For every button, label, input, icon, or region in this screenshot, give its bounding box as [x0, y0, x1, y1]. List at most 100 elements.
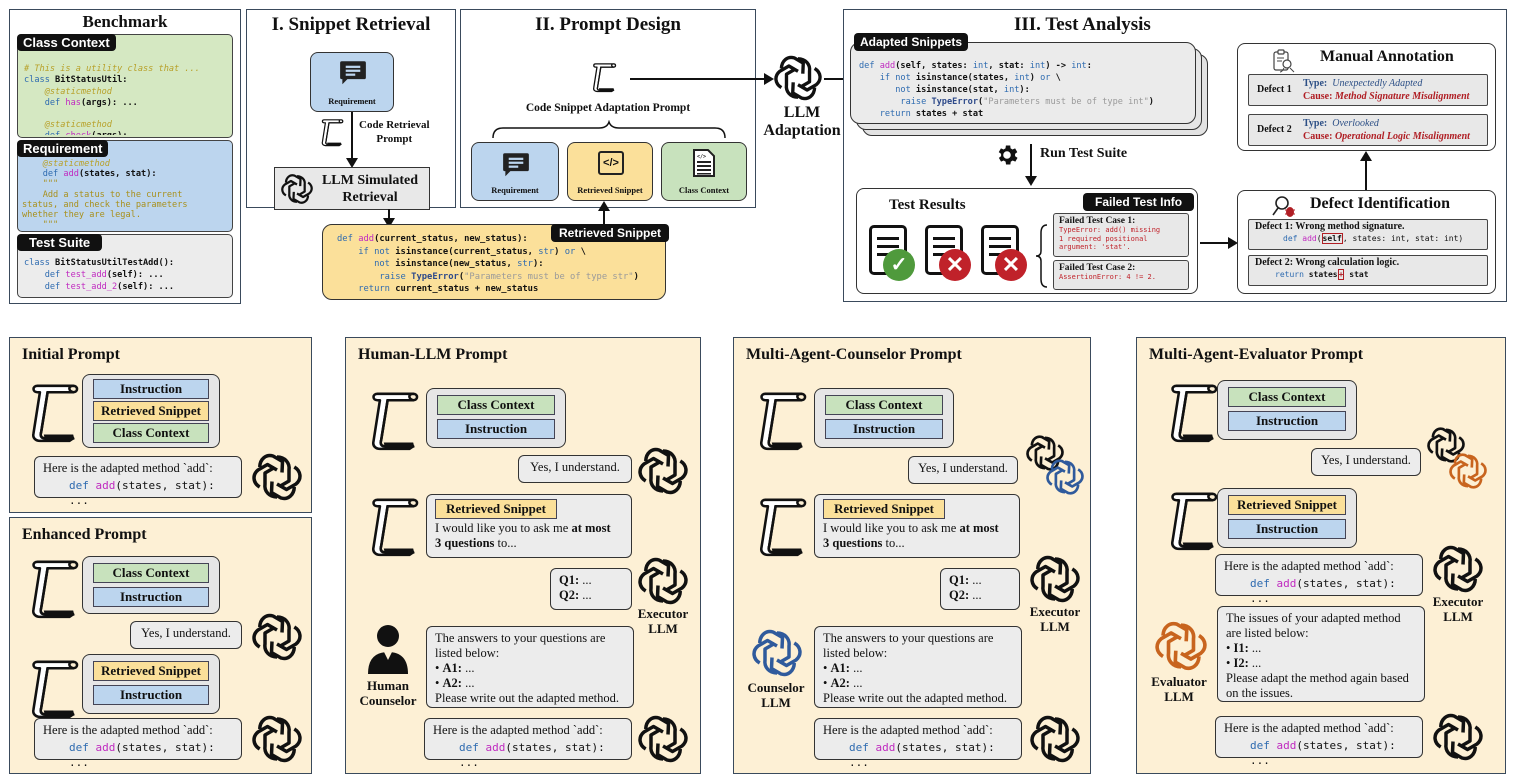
- counselor-prompt-title: Multi-Agent-Counselor Prompt: [746, 346, 962, 363]
- adaptation-prompt-label: Code Snippet Adaptation Prompt: [525, 102, 691, 114]
- manual-annotation-title: Manual Annotation: [1320, 48, 1454, 65]
- test-analysis-panel: III. Test Analysis def add(self, states:…: [843, 9, 1507, 302]
- prompt-scroll-icon: [759, 498, 807, 557]
- llm-simulated-retrieval-box: LLM Simulated Retrieval: [274, 167, 430, 210]
- prompt-scroll-icon: [371, 498, 419, 557]
- adapted-method-bubble: Here is the adapted method `add`: def ad…: [34, 718, 242, 769]
- test-result-pass-icon: ✓: [869, 225, 915, 283]
- identified-defect-2: Defect 2: Wrong calculation logic. retur…: [1248, 255, 1488, 286]
- instruction-item: Instruction: [93, 379, 209, 399]
- understand-bubble: Yes, I understand.: [518, 455, 632, 483]
- snippet-retrieval-panel: I. Snippet Retrieval Requirement Code Re…: [246, 9, 456, 210]
- prompt-design-title: II. Prompt Design: [535, 14, 681, 35]
- retrieved-snippet-item: Retrieved Snippet: [93, 661, 209, 681]
- requirement-code: @staticmethod def add(states, stat): """…: [22, 159, 188, 231]
- retrieved-snippet-item: Retrieved Snippet: [1228, 495, 1346, 515]
- code-file-icon: </>: [693, 149, 715, 177]
- llm-icon: [638, 715, 688, 763]
- class-context-item: Class Context: [1228, 387, 1346, 407]
- requirement-card: Requirement: [310, 52, 394, 112]
- test-suite-block: Test Suite class BitStatusUtilTestAdd():…: [17, 234, 233, 298]
- prompt-stack: Instruction Retrieved Snippet Class Cont…: [82, 374, 220, 448]
- class-context-code: # This is a utility class that ... class…: [24, 64, 200, 135]
- requirement-block: Requirement @staticmethod def add(states…: [17, 140, 233, 232]
- prompt-design-panel: II. Prompt Design Code Snippet Adaptatio…: [460, 9, 756, 208]
- identified-defect-1: Defect 1: Wrong method signature. def ad…: [1248, 219, 1488, 250]
- class-context-item: Class Context: [825, 395, 943, 415]
- chat-doc-icon: [503, 153, 529, 177]
- prompt-scroll-icon: [371, 392, 419, 451]
- class-context-item: Class Context: [437, 395, 555, 415]
- answers-bubble: The answers to your questions are listed…: [814, 626, 1022, 708]
- brace-icon: [1035, 224, 1048, 288]
- counselor-llm-icon: [752, 629, 802, 677]
- instruction-item: Instruction: [825, 419, 943, 439]
- executor-llm-icon: [638, 557, 688, 605]
- ask-questions-bubble: Retrieved Snippet I would like you to as…: [426, 494, 632, 558]
- llm-icon: [252, 453, 302, 501]
- clipboard-search-icon: [1273, 49, 1295, 73]
- test-analysis-title: III. Test Analysis: [1014, 14, 1151, 35]
- llm-icon: [1433, 713, 1483, 761]
- prompt-scroll-icon: [1170, 492, 1218, 551]
- retrieved-snippet-item: Retrieved Snippet: [435, 499, 557, 519]
- chat-doc-icon: [340, 61, 366, 85]
- svg-text:</>: </>: [697, 154, 706, 160]
- instruction-item: Instruction: [437, 419, 555, 439]
- human-llm-prompt-panel: Human-LLM Prompt Class Context Instructi…: [345, 337, 701, 774]
- adapted-method-bubble: Here is the adapted method `add`: def ad…: [424, 718, 632, 769]
- prompt-stack: Retrieved Snippet Instruction: [82, 654, 220, 714]
- gear-icon: [998, 145, 1018, 165]
- prompt-scroll-icon: [31, 384, 79, 443]
- card-label: Retrieved Snippet: [577, 185, 643, 195]
- enhanced-prompt-panel: Enhanced Prompt Class Context Instructio…: [9, 517, 312, 774]
- adapted-method-bubble: Here is the adapted method `add`: def ad…: [1215, 554, 1423, 605]
- executor-llm-icon: [1433, 545, 1483, 593]
- llm-icon: [252, 613, 302, 661]
- retrieved-snippet-item: Retrieved Snippet: [823, 499, 945, 519]
- failed-test-info-tag: Failed Test Info: [1083, 193, 1195, 211]
- instruction-item: Instruction: [1228, 411, 1346, 431]
- evaluator-llm-label: Evaluator LLM: [1151, 674, 1207, 704]
- code-icon: </>: [598, 151, 624, 175]
- test-results-title: Test Results: [889, 197, 966, 213]
- requirement-tag: Requirement: [17, 140, 109, 157]
- evaluator-llm-icon: [1155, 621, 1207, 671]
- class-context-tag: Class Context: [17, 34, 116, 51]
- run-test-suite-label: Run Test Suite: [1040, 146, 1128, 161]
- test-suite-code: class BitStatusUtilTestAdd(): def test_a…: [24, 258, 175, 292]
- class-context-item: Class Context: [93, 423, 209, 443]
- defect-highlight: self: [1321, 233, 1343, 244]
- prompt-scroll-icon: [31, 660, 79, 719]
- benchmark-title: Benchmark: [82, 12, 168, 31]
- prompt-stack: Class Context Instruction: [814, 388, 954, 448]
- prompt-stack: Class Context Instruction: [426, 388, 566, 448]
- counselor-llm-label: Counselor LLM: [747, 680, 805, 710]
- human-user-icon: [368, 625, 408, 674]
- adapted-snippet-code: def add(self, states: int, stat: int) ->…: [850, 42, 1196, 124]
- test-results-box: Test Results ✓ ✕ ✕ Failed Test Info: [856, 188, 1198, 294]
- human-counselor-label: Human Counselor: [359, 678, 417, 708]
- questions-bubble: Q1: ... Q2: ...: [550, 568, 632, 610]
- test-result-fail-icon: ✕: [981, 225, 1027, 283]
- instruction-item: Instruction: [1228, 519, 1346, 539]
- defect-highlight: +: [1337, 269, 1345, 280]
- llm-simulated-retrieval-label: LLM Simulated Retrieval: [321, 173, 419, 205]
- enhanced-prompt-title: Enhanced Prompt: [22, 526, 147, 543]
- code-retrieval-prompt-label: Code Retrieval Prompt: [359, 119, 430, 145]
- llm-adaptation-label: LLM Adaptation: [763, 104, 841, 139]
- manual-annotation-box: Manual Annotation Defect 1 Type: Unexpec…: [1237, 43, 1496, 151]
- initial-prompt-title: Initial Prompt: [22, 346, 120, 363]
- adapted-method-bubble: Here is the adapted method `add`: def ad…: [1215, 716, 1423, 767]
- prompt-requirement-card: Requirement: [471, 142, 559, 201]
- prompt-stack: Class Context Instruction: [82, 556, 220, 614]
- issues-bubble: The issues of your adapted method are li…: [1217, 606, 1425, 702]
- executor-llm-label: Executor LLM: [1432, 594, 1484, 624]
- failed-test-case-2: Failed Test Case 2: AssertionError: 4 !=…: [1053, 260, 1189, 290]
- prompt-class-context-card: </> Class Context: [661, 142, 747, 201]
- llm-icon: [252, 715, 302, 763]
- prompt-scroll-icon: [1170, 384, 1218, 443]
- adaptation-prompt-scroll-icon: [592, 63, 617, 93]
- class-context-item: Class Context: [93, 563, 209, 583]
- adapted-snippets-tag: Adapted Snippets: [854, 33, 969, 51]
